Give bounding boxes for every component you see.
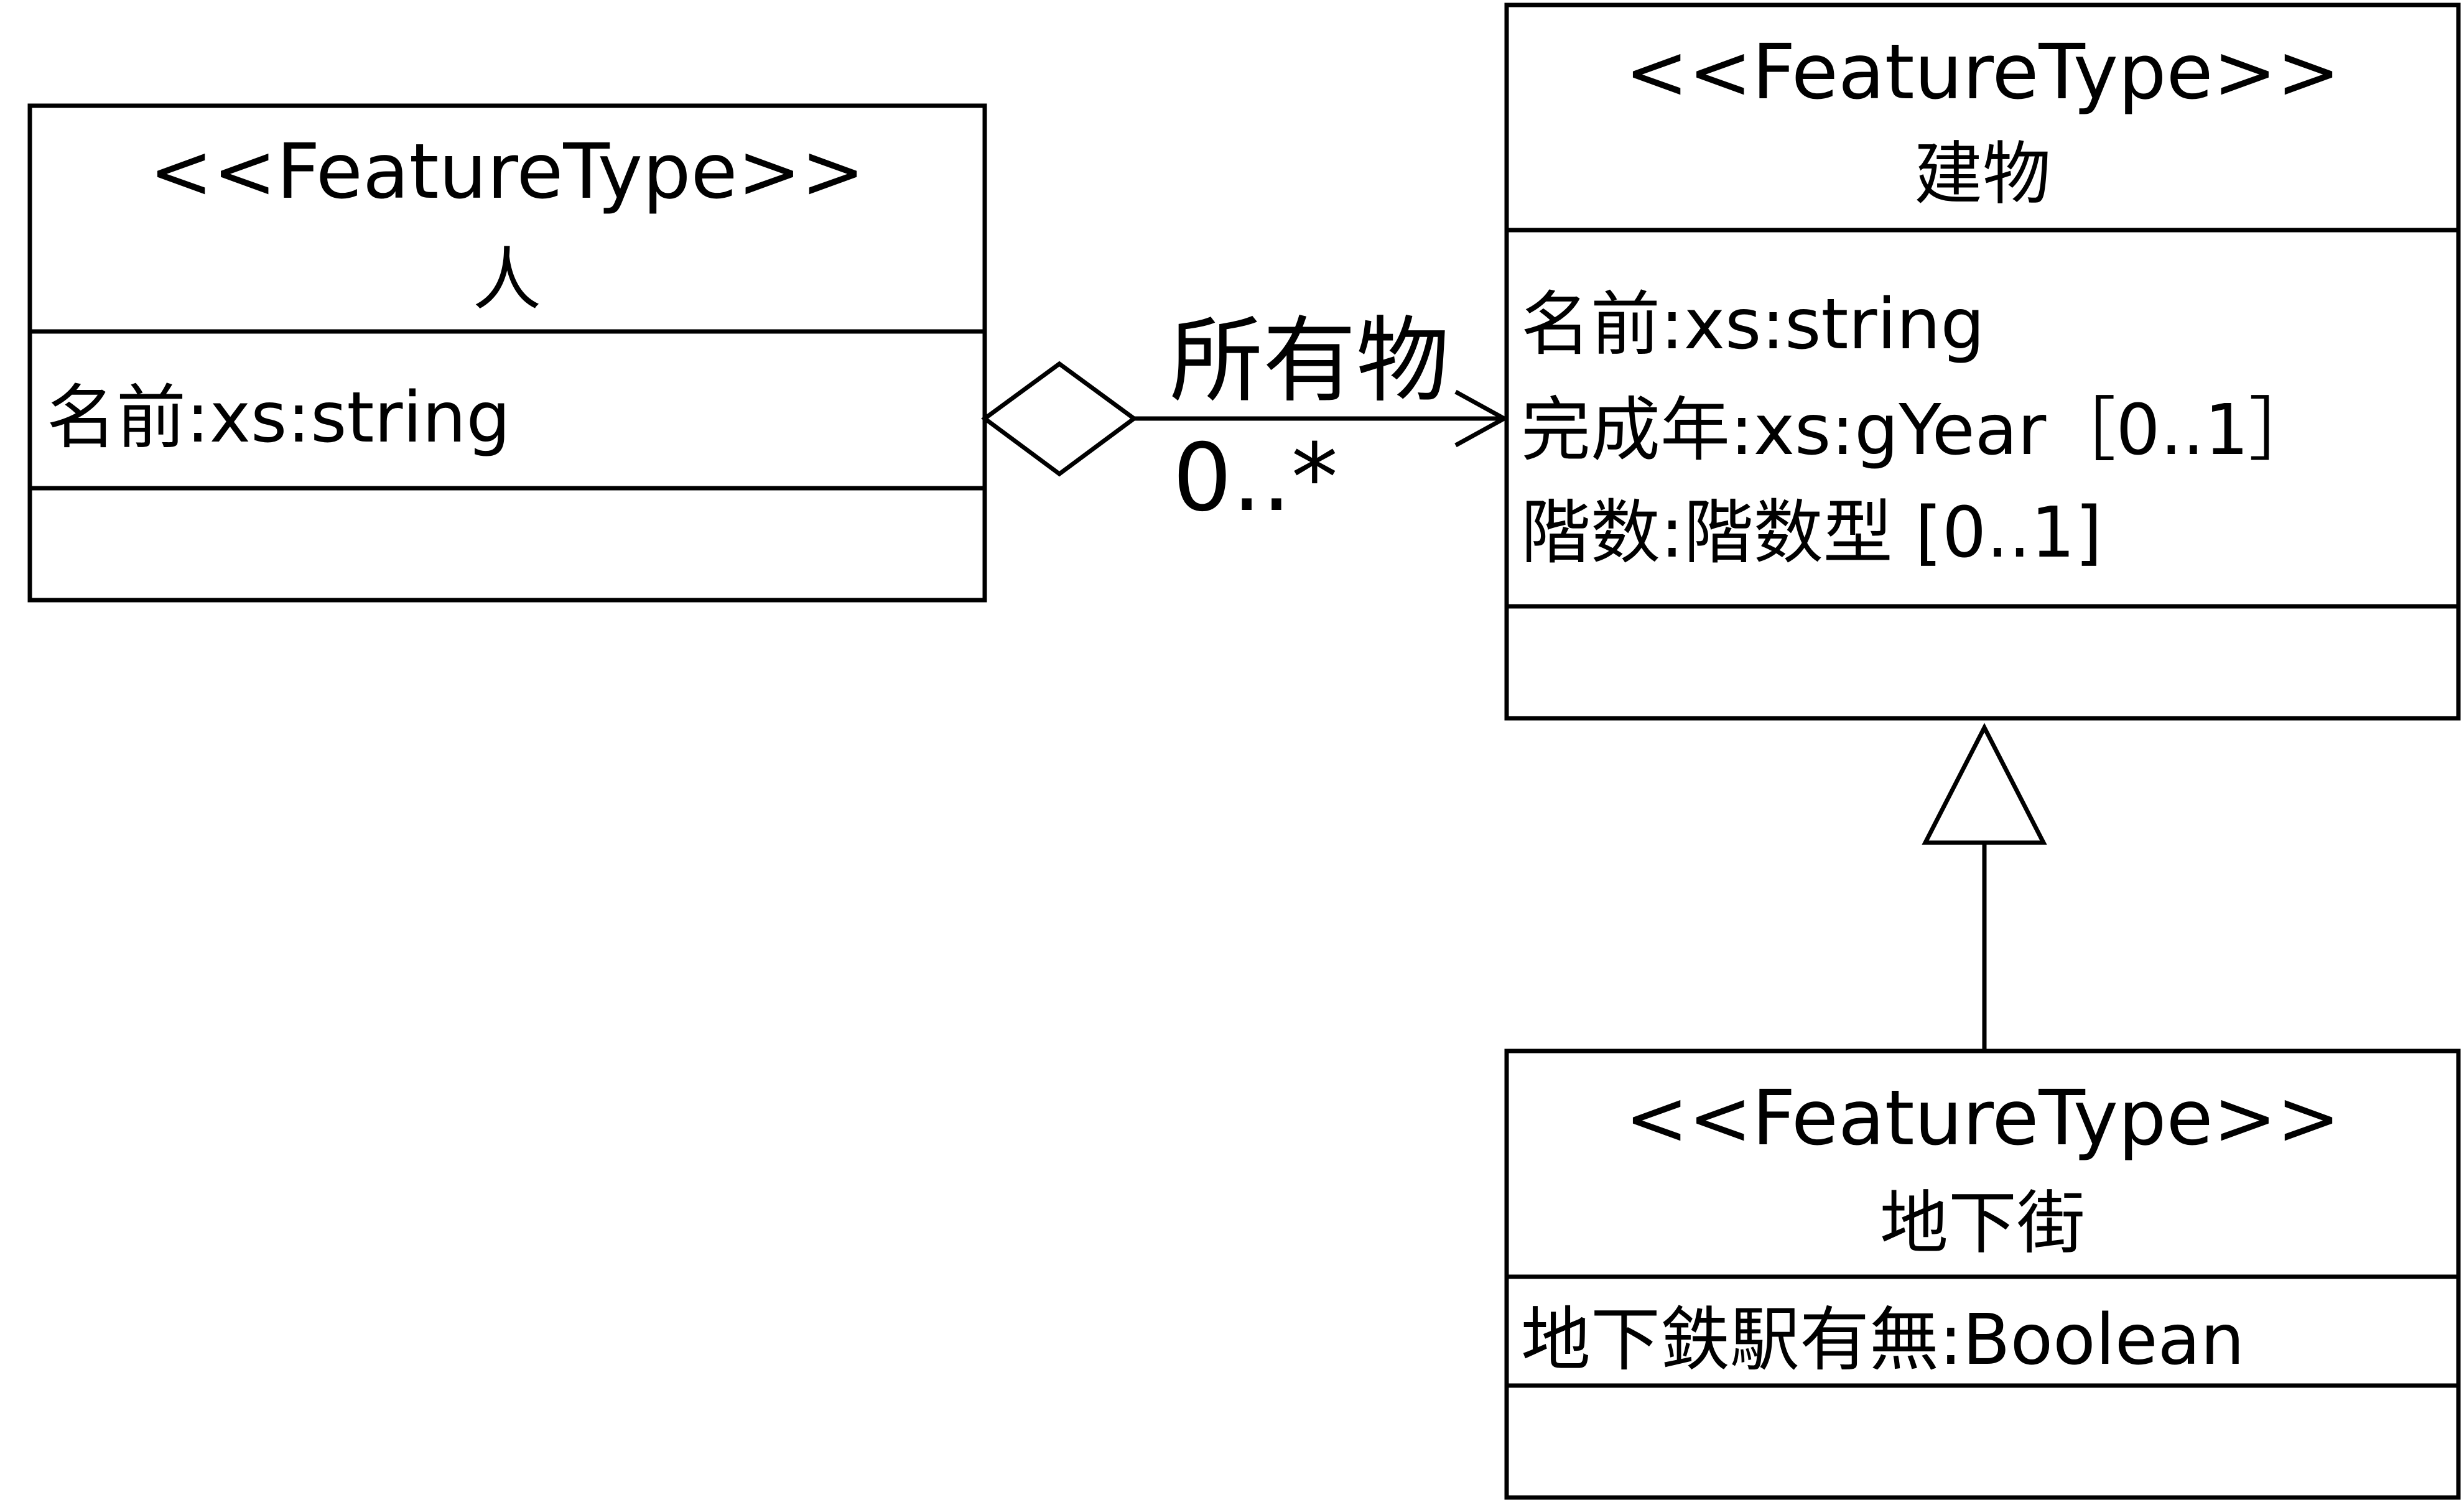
class-building[interactable]: <<FeatureType>> 建物 名前:xs:string 完成年:xs:g…: [1504, 2, 2461, 721]
navigability-arrowhead-icon: [1454, 389, 1509, 448]
generalization-triangle-icon: [1922, 723, 2047, 845]
class-underground-mall-stereotype: <<FeatureType>>: [1625, 1074, 2340, 1162]
class-person-box: [27, 103, 987, 603]
aggregation-diamond-icon: [981, 361, 1138, 477]
association-role-label: 所有物: [1169, 307, 1449, 415]
class-person[interactable]: <<FeatureType>> 人 名前:xs:string: [27, 103, 987, 603]
class-building-attribute: 名前:xs:string: [1521, 284, 1985, 365]
class-underground-mall-name: 地下街: [1880, 1183, 2085, 1263]
class-underground-mall[interactable]: <<FeatureType>> 地下街 地下鉄駅有無:Boolean: [1504, 1049, 2461, 1500]
class-building-attribute: 完成年:xs:gYear［0..1］: [1521, 390, 2318, 471]
generalization[interactable]: [1922, 723, 2047, 1051]
class-underground-mall-attribute: 地下鉄駅有無:Boolean: [1521, 1300, 2244, 1381]
association-multiplicity-label: 0..*: [1173, 424, 1338, 532]
class-building-attribute: 階数:階数型 [0..1]: [1521, 493, 2102, 573]
class-building-box: [1504, 2, 2461, 721]
class-person-stereotype: <<FeatureType>>: [149, 127, 865, 216]
class-building-stereotype: <<FeatureType>>: [1625, 28, 2340, 116]
class-underground-mall-box: [1504, 1049, 2461, 1500]
class-person-name: 人: [473, 240, 541, 320]
aggregation-association[interactable]: 所有物 0..*: [981, 307, 1509, 532]
class-person-attribute: 名前:xs:string: [47, 377, 511, 458]
class-building-name: 建物: [1914, 134, 2051, 214]
